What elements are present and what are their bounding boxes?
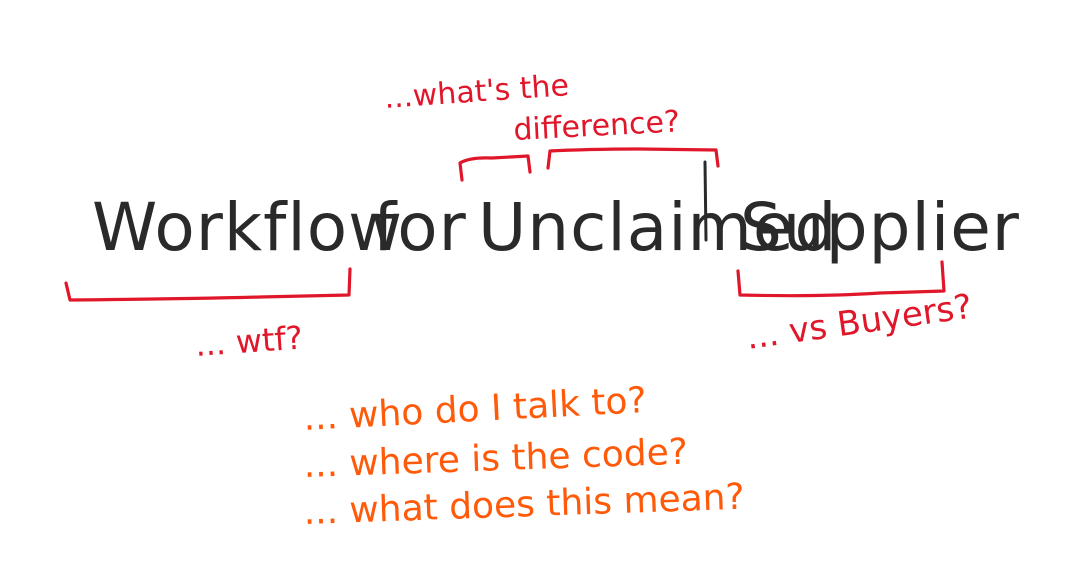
claimed-bracket (546, 147, 720, 170)
title-word-supplier: Supplier (740, 189, 1020, 266)
difference-note-line1: ...what's the (383, 68, 570, 116)
question-where: ... where is the code? (303, 432, 689, 486)
supplier-annotation: ... vs Buyers? (736, 260, 975, 358)
unclaimed-brackets (458, 147, 720, 242)
difference-annotation: ...what's the difference? (383, 68, 681, 148)
workflow-bracket (64, 267, 352, 302)
difference-note-line2: difference? (513, 104, 681, 148)
title-word-workflow: Workflow (92, 189, 403, 266)
supplier-bracket (736, 260, 946, 298)
word-divider-line (703, 160, 708, 242)
title-word-for: for (373, 189, 467, 266)
question-what: ... what does this mean? (303, 477, 745, 533)
title-group: Workflow for Unclaimed Supplier (92, 189, 1020, 266)
workflow-annotation: ... wtf? (64, 267, 352, 364)
workflow-note: ... wtf? (194, 319, 304, 364)
un-bracket (458, 154, 532, 182)
questions-list: ... who do I talk to? ... where is the c… (302, 380, 745, 533)
title-word-unclaimed: Unclaimed (478, 189, 837, 266)
question-who: ... who do I talk to? (302, 380, 647, 439)
supplier-note: ... vs Buyers? (744, 287, 975, 358)
